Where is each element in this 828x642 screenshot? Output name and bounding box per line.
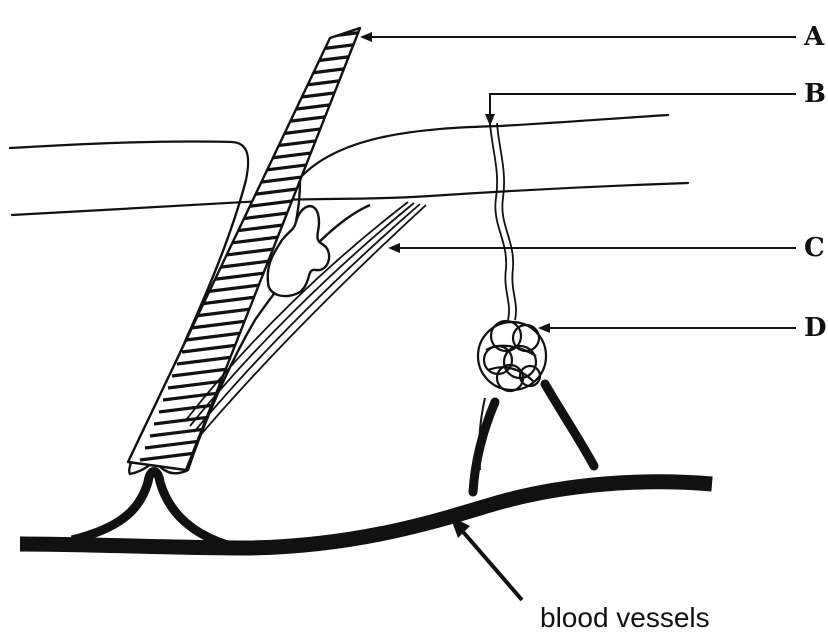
epidermis-top-line [10, 141, 248, 180]
label-b: B [804, 81, 826, 107]
follicle-capillary-loop [72, 472, 238, 549]
arrowhead-a [360, 32, 372, 42]
caption-blood-vessels: blood vessels [540, 604, 710, 632]
leader-blood-vessels [458, 526, 522, 600]
sweat-gland-coil [478, 321, 546, 391]
hair-shaft [128, 28, 380, 470]
label-c: C [804, 235, 825, 261]
label-d: D [804, 315, 827, 341]
dermis-boundary-line [12, 183, 688, 215]
label-a: A [804, 24, 824, 50]
skin-layer-lines [10, 115, 688, 215]
sweat-duct [490, 123, 516, 320]
arrowhead-d [538, 323, 550, 333]
leader-arrowheads [360, 32, 550, 538]
arrowhead-c [388, 243, 400, 253]
leader-b [490, 94, 796, 118]
gland-capillaries [473, 384, 594, 492]
arrowhead-b [485, 114, 495, 126]
epidermis-top-line-right [300, 115, 668, 178]
